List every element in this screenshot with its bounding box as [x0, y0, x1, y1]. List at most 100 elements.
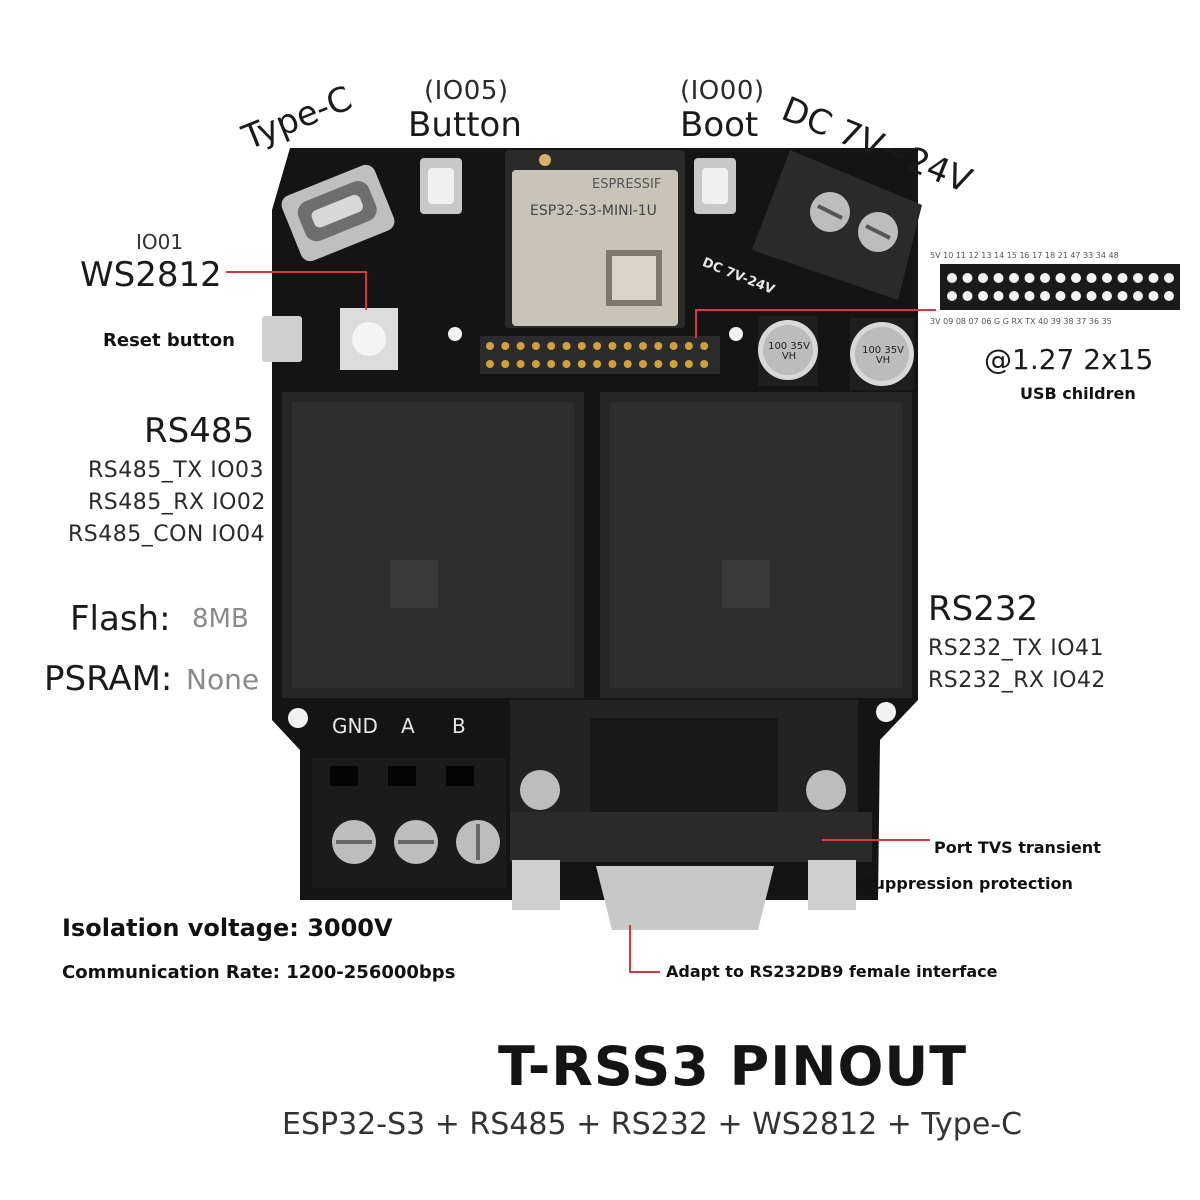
db9-label: Adapt to RS232DB9 female interface	[666, 962, 998, 981]
board-header-pin	[486, 360, 494, 368]
board-header-pin	[516, 342, 525, 350]
header-pin	[978, 273, 988, 283]
header-pin	[1148, 291, 1159, 301]
board-header-pin	[639, 360, 647, 368]
header-pin	[1164, 291, 1174, 301]
callout-db9	[629, 925, 660, 973]
ws2812-led	[340, 308, 398, 370]
button-boot	[694, 158, 736, 214]
board-header-pin	[486, 342, 494, 350]
esp32-module	[505, 150, 685, 328]
isolation-label: Isolation voltage: 3000V	[62, 914, 393, 942]
header-pin	[1117, 291, 1128, 301]
board-header-pin	[547, 342, 556, 350]
boot-io-label: (IO00)	[680, 76, 765, 106]
psram-value: None	[186, 663, 260, 696]
module-name: ESP32-S3-MINI-1U	[530, 203, 657, 219]
header-pin	[1009, 291, 1019, 301]
header-pin	[1086, 273, 1097, 283]
page-title: T-RSS3 PINOUT	[498, 1035, 968, 1098]
board-header-pin	[593, 360, 602, 368]
rs232-rx: RS232_RX IO42	[928, 668, 1106, 693]
header-pin	[1102, 291, 1112, 301]
board-header-pin	[654, 360, 663, 368]
header-pin	[962, 291, 973, 301]
header-pin	[978, 291, 988, 301]
header-label: @1.27 2x15	[984, 343, 1154, 376]
tvs-label-2: Suppression protection	[862, 874, 1073, 893]
header-pin	[1071, 273, 1081, 283]
reset-label: Reset button	[103, 330, 235, 351]
pin-header-board	[480, 336, 720, 374]
board-header-pin	[577, 342, 586, 350]
header-pin	[1164, 273, 1174, 283]
usb-children-label: USB children	[1020, 384, 1136, 403]
ws2812-label: WS2812	[80, 255, 222, 295]
board-header-pin	[593, 342, 602, 350]
board-header-pin	[608, 360, 617, 368]
board-header-pin	[623, 342, 632, 350]
rs485-heading: RS485	[144, 411, 255, 451]
header-pin	[1086, 291, 1097, 301]
ws2812-io-label: IO01	[136, 230, 184, 254]
board-header-pin	[501, 360, 510, 368]
module-brand: ESPRESSIF	[592, 177, 662, 192]
header-pin	[947, 291, 957, 301]
header-top-pins: 5V 10 11 12 13 14 15 16 17 18 21 47 33 3…	[930, 251, 1119, 260]
board-header-pin	[669, 342, 678, 350]
rate-label: Communication Rate: 1200-256000bps	[62, 962, 456, 983]
psram-key: PSRAM:	[44, 659, 173, 699]
reset-switch	[262, 316, 302, 362]
board-header-pin	[531, 360, 540, 368]
usb-c-connector	[281, 164, 395, 262]
rs485-con: RS485_CON IO04	[68, 522, 266, 547]
board-header-pin	[531, 342, 540, 350]
header-pin	[1133, 291, 1143, 301]
capacitor-1	[758, 316, 818, 386]
header-pin	[1009, 273, 1019, 283]
header-bottom-pins: 3V 09 08 07 06 G G RX TX 40 39 38 37 36 …	[930, 317, 1112, 326]
mounting-hole	[288, 708, 308, 728]
board-header-pin	[639, 342, 647, 350]
board-header-pin	[501, 342, 510, 350]
callout-ws2812	[226, 271, 367, 310]
board-header-pin	[547, 360, 556, 368]
rs232-isolation-module	[600, 392, 912, 698]
header-pin	[1117, 273, 1128, 283]
header-pin	[1024, 273, 1035, 283]
boot-label: Boot	[680, 105, 759, 145]
dc-terminal-block	[752, 150, 922, 300]
header-pin	[947, 273, 957, 283]
board-header-pin	[669, 360, 678, 368]
capacitor-2-marking: 100 35V VH	[862, 345, 904, 366]
callout-header	[695, 309, 936, 338]
capacitor-2	[850, 318, 914, 390]
terminal-a-label: A	[401, 714, 415, 738]
rs485-terminal-block	[312, 758, 506, 888]
header-pin	[1040, 273, 1050, 283]
rs232-heading: RS232	[928, 589, 1039, 629]
board-header-pin	[654, 342, 663, 350]
flash-value: 8MB	[192, 604, 249, 634]
button-io05	[420, 158, 462, 214]
header-pin	[1040, 291, 1050, 301]
header-diagram	[940, 264, 1180, 310]
mounting-hole	[729, 327, 743, 341]
header-pin	[1071, 291, 1081, 301]
rs485-tx: RS485_TX IO03	[88, 458, 265, 483]
flash-key: Flash:	[70, 599, 171, 639]
board-header-pin	[700, 360, 709, 368]
terminal-gnd-label: GND	[332, 714, 378, 738]
header-pin	[993, 291, 1004, 301]
board-header-pin	[562, 342, 571, 350]
header-pin	[1133, 273, 1143, 283]
board-header-pin	[700, 342, 709, 350]
rs485-isolation-module	[282, 392, 584, 698]
header-pin	[1055, 273, 1066, 283]
db9-connector	[510, 700, 872, 930]
board-header-pin	[516, 360, 525, 368]
board-header-pin	[684, 360, 693, 368]
board-header-pin	[577, 360, 586, 368]
header-pin	[1102, 273, 1112, 283]
